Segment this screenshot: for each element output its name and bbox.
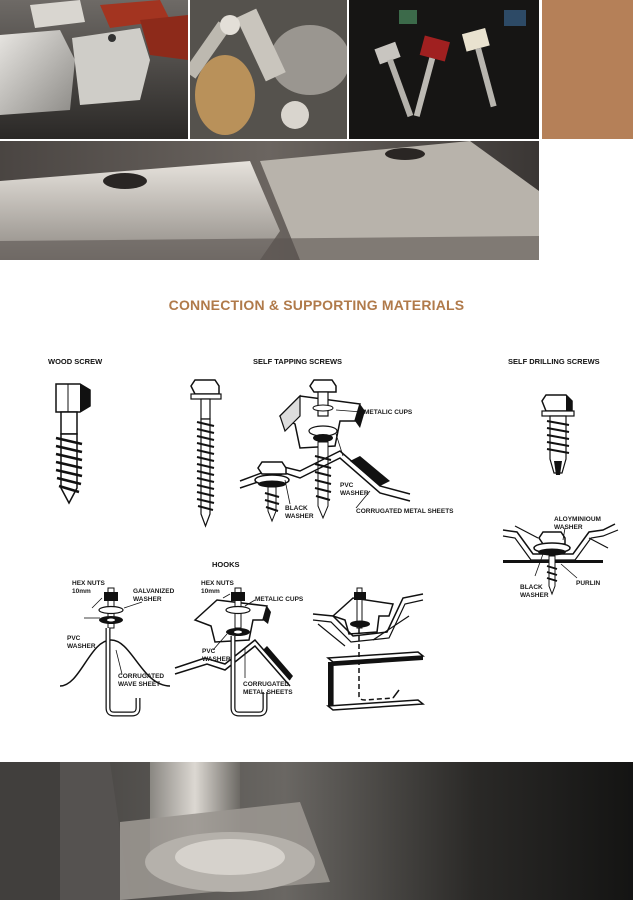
self-drilling-assembly-illustration [502,523,619,596]
hook-purlin-illustration [312,587,425,711]
brand-color-block [542,0,633,139]
label-pvc-washer-hook: PVC WASHER [67,635,96,650]
page-title: CONNECTION & SUPPORTING MATERIALS [168,297,465,313]
self-tapping-assembly-illustration [239,379,411,523]
label-corrugated-metal-sheets: CORRUGATED METAL SHEETS [356,508,454,515]
label-aluminium-washer: ALOYMINIOUM WASHER [554,516,601,531]
label-pvc-washer-hook-2: PVC WASHER [202,648,231,663]
label-metalic-cups-2: METALIC CUPS [255,596,304,603]
photo-bolt-closeup [0,762,633,900]
label-hex-nuts: HEX NUTS 10mm [72,580,105,595]
label-galvanized-washer: GALVANIZED WASHER [133,588,175,603]
photo-colored-screws [349,0,539,139]
wood-screw-illustration [55,383,91,505]
photo-bracket-closeup [0,141,539,260]
hook-metal-sheet-illustration [174,587,293,717]
self-drilling-screw-illustration [541,394,575,475]
label-corrugated-wave-sheet: CORRUGATED WAVE SHEET [118,673,165,688]
label-black-washer: BLACK WASHER [285,505,314,520]
section-hooks: HOOKS [212,560,240,569]
label-black-washer-drilling: BLACK WASHER [520,584,549,599]
label-pvc-washer: PVC WASHER [340,482,369,497]
section-self-tapping: SELF TAPPING SCREWS [253,357,343,366]
hook-wave-sheet-illustration [59,587,171,717]
self-tapping-screw-illustration [190,379,222,528]
label-purlin: PURLIN [576,580,601,587]
photo-metal-brackets [0,0,188,139]
photo-assorted-fasteners [190,0,347,139]
label-corrugated-metal-sheets-2: CORRUGATED METAL SHEETS [243,681,293,696]
label-hex-nuts-2: HEX NUTS 10mm [201,580,234,595]
section-wood-screw: WOOD SCREW [48,357,103,366]
label-metalic-cups: METALIC CUPS [364,409,413,416]
section-self-drilling: SELF DRILLING SCREWS [508,357,600,366]
